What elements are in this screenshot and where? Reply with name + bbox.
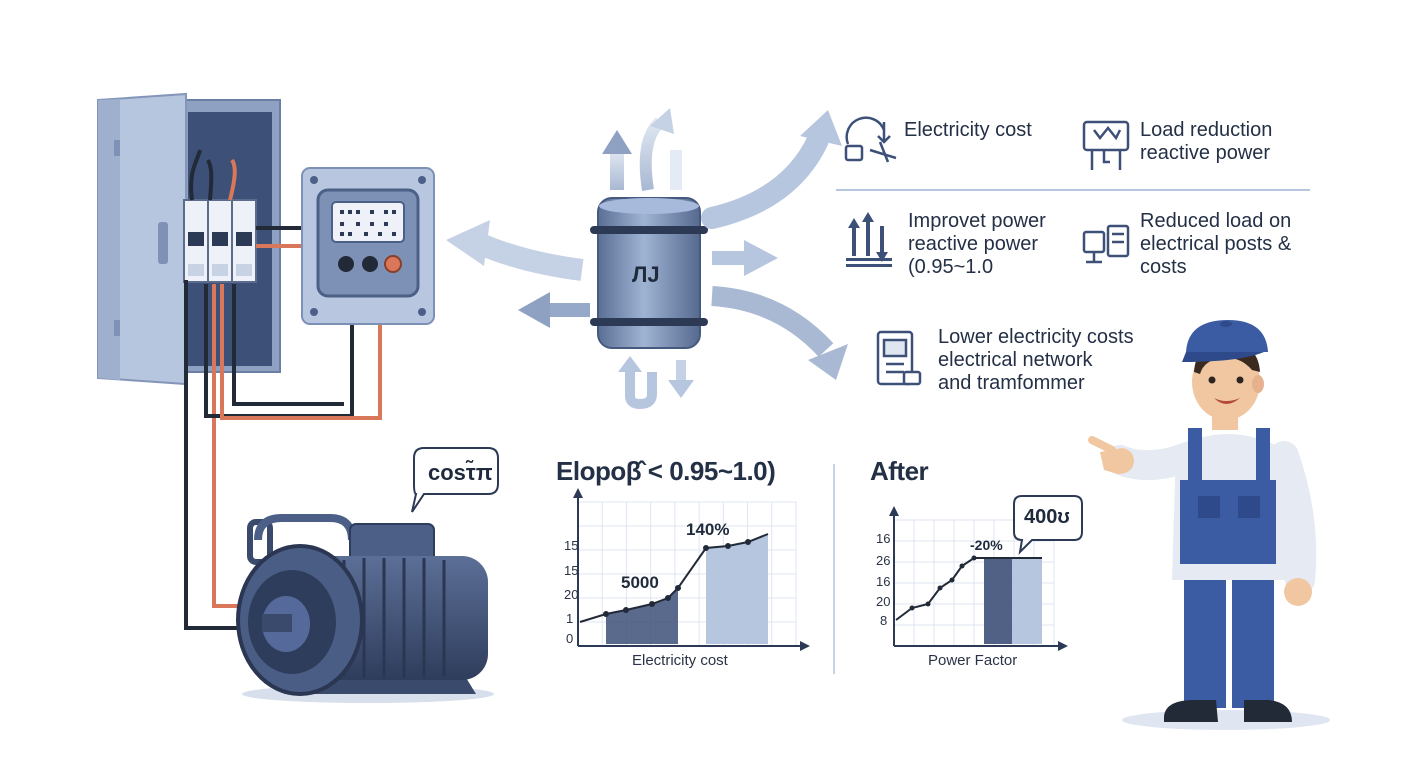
arrow-right-icon: [701, 110, 842, 229]
before-series-point: [745, 539, 751, 545]
before-series-point: [623, 607, 629, 613]
before-area-high: [706, 534, 768, 644]
arrow-up-icon: [602, 130, 632, 190]
before-chart-heading: Elopoβ̂ < 0.95~1.0): [556, 456, 776, 486]
feature-electricity-cost: Electricity cost: [904, 119, 1032, 142]
after-series-point: [971, 555, 977, 561]
feature-line: reactive power: [1140, 142, 1271, 164]
before-series-point: [603, 611, 609, 617]
feature-line: electrical posts &: [1140, 233, 1292, 255]
before-y-tick: 15: [564, 538, 579, 553]
feature-line: Lower electricity costs: [938, 326, 1134, 348]
x-axis-arrow: [1058, 641, 1068, 651]
flow-arrows: [446, 108, 848, 410]
arrow-right-curved-icon: [711, 286, 848, 380]
after-chart-heading: After: [870, 456, 929, 486]
door-handle: [158, 222, 168, 264]
feature-line: costs: [1140, 256, 1187, 278]
after-y-tick: 20: [876, 594, 891, 609]
y-axis-arrow: [889, 506, 899, 516]
load-panel-icon: [1082, 120, 1130, 170]
feature-lower-costs: Lower electricity costs electrical netwo…: [938, 326, 1134, 395]
electric-motor: [236, 514, 494, 703]
transformer-meter-icon: [876, 330, 922, 386]
feature-improve-power: Improvet power reactive power (0.95~1.0: [908, 210, 1046, 279]
circuit-breakers: [183, 199, 257, 283]
before-chart-plot: [573, 488, 810, 651]
after-y-tick: 8: [880, 613, 888, 628]
feature-line: Electricity cost: [904, 119, 1032, 141]
x-axis-arrow: [800, 641, 810, 651]
electrical-cabinet: [97, 92, 281, 386]
before-mid-label: 5000: [621, 573, 659, 592]
feature-line: (0.95~1.0: [908, 256, 994, 278]
after-bar-light: [1012, 558, 1042, 644]
before-y-tick: 15: [564, 563, 579, 578]
before-series-point: [725, 543, 731, 549]
arrow-left-icon: [518, 292, 590, 328]
after-drop-label: -20%: [970, 537, 1003, 553]
power-arrows-icon: [846, 212, 892, 267]
after-x-label: Power Factor: [928, 652, 1018, 669]
feature-reduced-load: Reduced load on electrical posts & costs: [1140, 210, 1291, 279]
after-bubble-text: 400ʊ: [1024, 506, 1070, 528]
capacitor-label: ЛJ: [632, 262, 660, 287]
before-series-line: [579, 533, 769, 623]
unit-knob: [362, 256, 378, 272]
feature-line: Load reduction: [1140, 119, 1273, 141]
technician: [1088, 320, 1330, 730]
feature-line: reactive power: [908, 233, 1039, 255]
feature-line: Reduced load on: [1140, 210, 1292, 232]
before-y-tick: 0: [566, 631, 574, 646]
capacitor: [590, 197, 708, 349]
unit-knob: [338, 256, 354, 272]
motor-bubble-text: cosτ̃π: [428, 460, 493, 485]
cost-gauge-icon: [844, 116, 897, 163]
control-unit: [301, 167, 435, 325]
before-series-point: [675, 585, 681, 591]
after-series-point: [937, 585, 943, 591]
y-axis-arrow: [573, 488, 583, 498]
arrow-right-icon: [712, 240, 778, 276]
motor-speech-bubble: [411, 447, 499, 513]
after-series-point: [959, 563, 965, 569]
arrow-u-turn-icon: [618, 356, 694, 410]
before-series-point: [703, 545, 709, 551]
before-series-point: [665, 595, 671, 601]
feature-line: Improvet power: [908, 210, 1046, 232]
after-series-point: [925, 601, 931, 607]
feature-load-reduction: Load reduction reactive power: [1140, 119, 1272, 165]
before-y-tick: 20: [564, 587, 579, 602]
after-series-point: [949, 577, 955, 583]
arrow-left-icon: [446, 220, 584, 281]
before-x-label: Electricity cost: [632, 652, 728, 669]
feature-line: electrical network: [938, 349, 1093, 371]
after-y-tick: 16: [876, 574, 891, 589]
before-y-tick: 1: [566, 611, 574, 626]
arrow-up-curved-icon: [639, 108, 682, 191]
before-peak-label: 140%: [686, 520, 730, 539]
before-series-point: [649, 601, 655, 607]
after-y-tick: 16: [876, 531, 891, 546]
after-bar-dark: [984, 558, 1012, 644]
after-chart-bubble: [1013, 495, 1083, 555]
after-series-point: [909, 605, 915, 611]
after-y-tick: 26: [876, 553, 891, 568]
network-device-icon: [1082, 224, 1130, 264]
unit-indicator-light: [384, 255, 402, 273]
feature-line: and tramfommer: [938, 372, 1085, 394]
